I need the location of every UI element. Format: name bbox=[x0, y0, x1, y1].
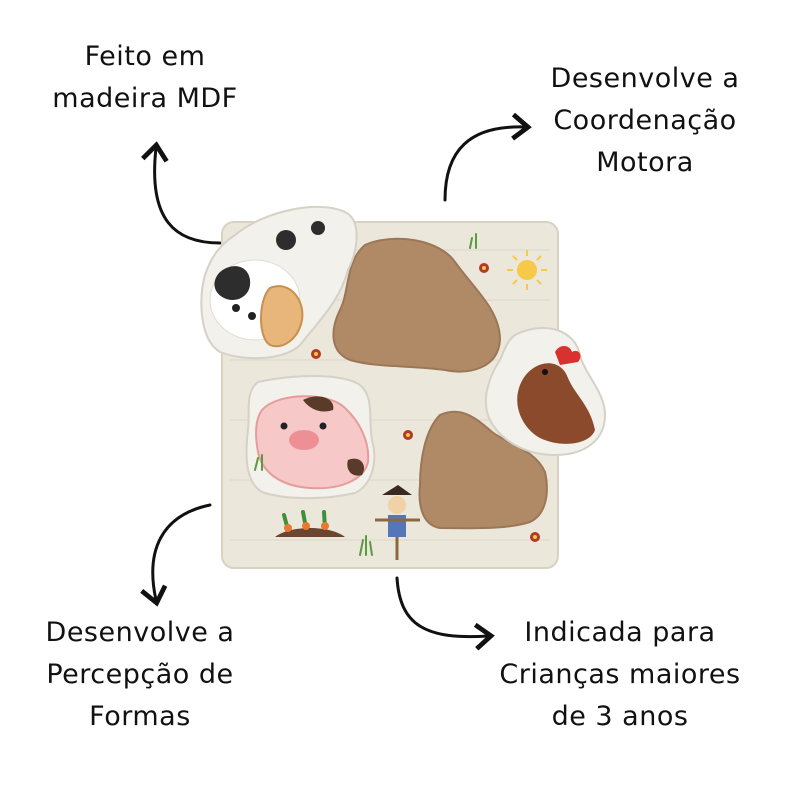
caption-line: Desenvolve a bbox=[550, 63, 740, 94]
pig-eye bbox=[280, 422, 288, 430]
sun-icon bbox=[507, 250, 547, 290]
caption-line: Desenvolve a bbox=[45, 617, 235, 648]
cow-piece[interactable] bbox=[200, 206, 358, 360]
hen-eye bbox=[542, 369, 548, 375]
caption-material: Feito em madeira MDF bbox=[30, 36, 260, 120]
cow-spot bbox=[276, 230, 296, 250]
caption-line: de 3 anos bbox=[551, 701, 689, 732]
caption-line: Motora bbox=[596, 147, 694, 178]
caption-line: Feito em bbox=[84, 41, 206, 72]
hen-body bbox=[517, 363, 595, 444]
flower-icon bbox=[530, 532, 540, 542]
caption-line: Indicada para bbox=[524, 617, 716, 648]
cow-eye bbox=[248, 312, 256, 320]
pig-mud-spot bbox=[347, 458, 365, 476]
pig-snout bbox=[289, 430, 319, 450]
arrow-top-left bbox=[141, 141, 222, 245]
flower-icon bbox=[479, 263, 489, 273]
mdf-cavity-bottom bbox=[418, 410, 548, 530]
caption-line: Crianças maiores bbox=[499, 659, 741, 690]
flower-icon bbox=[311, 349, 321, 359]
arrow-bottom-left bbox=[140, 503, 212, 607]
caption-shape-perception: Desenvolve a Percepção de Formas bbox=[20, 612, 260, 738]
caption-line: Formas bbox=[89, 701, 191, 732]
cow-nose bbox=[260, 285, 304, 348]
caption-line: Percepção de bbox=[46, 659, 234, 690]
mdf-cavity-top bbox=[332, 237, 502, 373]
cow-spot bbox=[311, 221, 325, 235]
pig-piece[interactable] bbox=[245, 375, 376, 500]
caption-motor-coordination: Desenvolve a Coordenação Motora bbox=[520, 58, 770, 184]
caption-line: Coordenação bbox=[553, 105, 737, 136]
hen-piece[interactable] bbox=[484, 326, 607, 457]
cow-eye bbox=[232, 304, 240, 312]
grass-icon bbox=[254, 233, 477, 556]
cow-spot bbox=[214, 266, 251, 300]
scarecrow-icon bbox=[375, 485, 420, 560]
arrow-top-right bbox=[443, 112, 532, 202]
caption-line: madeira MDF bbox=[52, 83, 238, 114]
arrow-bottom-right bbox=[395, 576, 495, 651]
hen-comb bbox=[555, 345, 581, 365]
pig-eye bbox=[319, 422, 327, 430]
carrots-icon bbox=[275, 510, 345, 537]
flower-icon bbox=[403, 430, 413, 440]
caption-age-range: Indicada para Crianças maiores de 3 anos bbox=[470, 612, 770, 738]
pig-mud-spot bbox=[303, 396, 334, 412]
